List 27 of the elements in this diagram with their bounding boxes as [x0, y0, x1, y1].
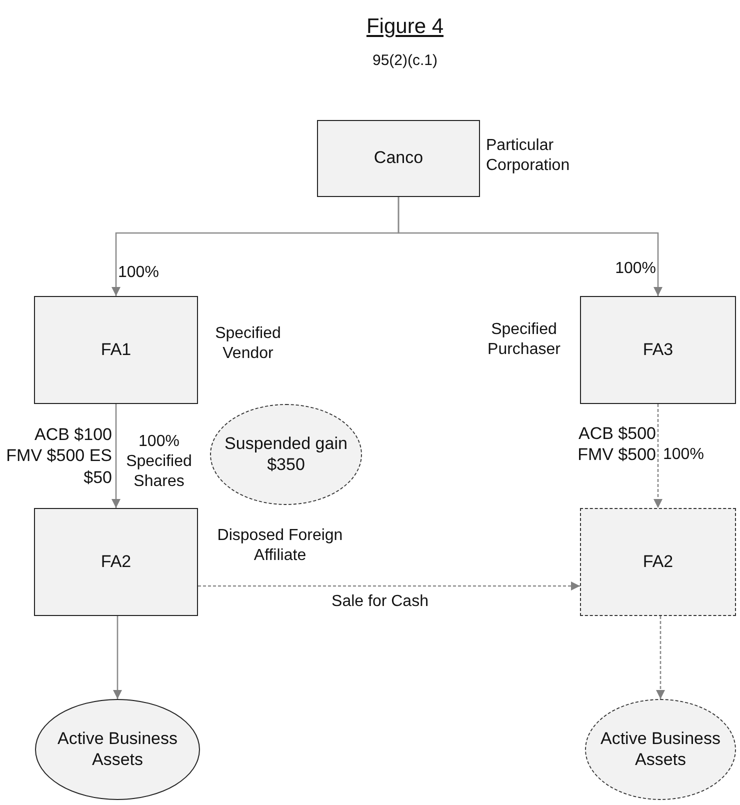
node-caption: Particular Corporation — [486, 136, 571, 176]
arrow — [113, 616, 122, 699]
dashed-ellipse: Suspended gain $350 — [210, 404, 362, 505]
dashed-arrow — [654, 404, 662, 508]
node-caption: Disposed Foreign Affiliate — [216, 526, 344, 566]
edge-label: Sale for Cash — [330, 592, 430, 612]
node-caption: Specified Vendor — [214, 324, 282, 364]
entity-box: FA2 — [34, 508, 198, 616]
entity-ellipse: Active Business Assets — [35, 699, 200, 800]
arrow — [112, 404, 120, 508]
dashed-ellipse: Active Business Assets — [585, 699, 736, 800]
entity-box: Canco — [317, 120, 480, 197]
value-note: ACB $500 FMV $500 — [576, 423, 656, 466]
entity-box: FA1 — [34, 296, 198, 404]
arrow — [398, 197, 662, 296]
value-note: ACB $100 FMV $500 ES $50 — [5, 424, 112, 488]
dashed-arrow — [656, 616, 665, 699]
edge-label: 100% Specified Shares — [125, 432, 193, 492]
edge-label: 100% — [663, 445, 705, 465]
entity-box: FA3 — [580, 296, 736, 404]
dashed-entity-box: FA2 — [580, 508, 736, 616]
dashed-arrow — [198, 582, 580, 590]
node-caption: Specified Purchaser — [486, 320, 562, 360]
figure-title: Figure 4 — [365, 14, 445, 40]
edge-label: 100% — [614, 259, 656, 279]
edge-label: 100% — [118, 263, 160, 283]
subtitle: 95(2)(c.1) — [371, 52, 439, 71]
